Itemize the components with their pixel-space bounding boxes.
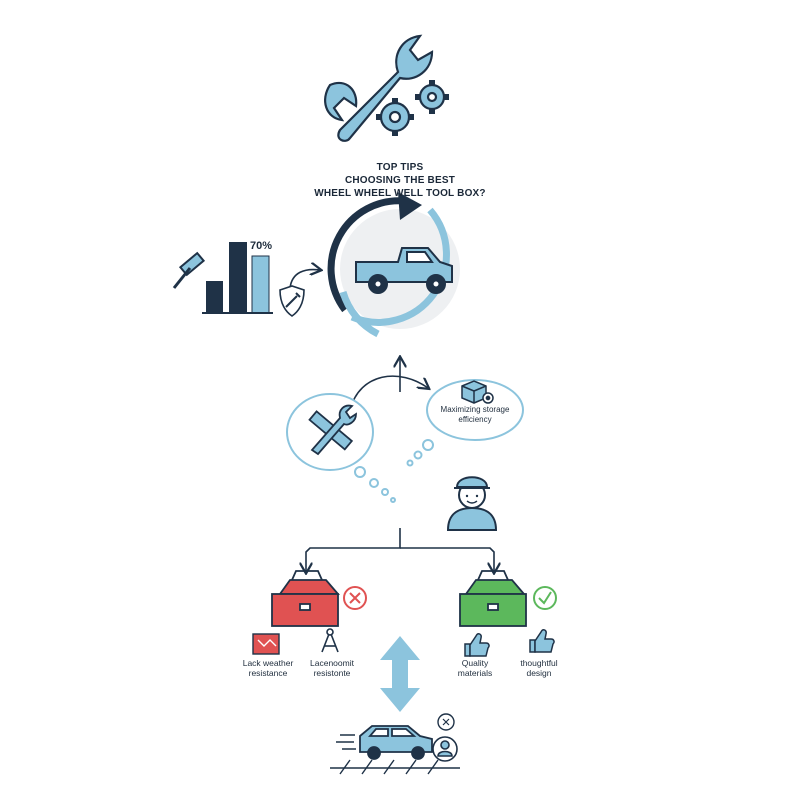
speed-lines — [336, 734, 356, 750]
user-badge-icon — [432, 736, 458, 762]
settings-badge-icon — [437, 713, 455, 731]
bad-label-1: Lack weather resistance — [242, 658, 294, 678]
bar-3 — [251, 255, 270, 314]
storage-box-gear-icon — [461, 380, 494, 404]
curved-arrow — [349, 375, 428, 411]
thought-bubble-right — [406, 379, 524, 467]
bar-2 — [229, 242, 247, 313]
wrench-gears-icon — [324, 34, 449, 142]
compass-icon — [321, 628, 339, 653]
good-label-1: Quality materials — [457, 658, 493, 678]
red-toolbox-icon — [271, 570, 340, 627]
check-circle-icon — [533, 586, 557, 610]
shield-wrench-icon — [279, 285, 305, 317]
bubble-label: Maximizing storage efficiency — [440, 405, 510, 424]
car-icon — [359, 725, 433, 760]
pickup-truck-icon — [355, 247, 453, 294]
thumbs-up-icon-2 — [529, 629, 555, 653]
hammer-icon — [172, 251, 206, 289]
worker-avatar-icon — [446, 476, 498, 531]
bar-percent-label: 70% — [250, 240, 273, 252]
title-line-3: WHEEL WHEEL WELL TOOL BOX? — [314, 188, 486, 199]
bar-1 — [206, 281, 223, 313]
cracked-box-icon — [252, 633, 280, 655]
double-headed-arrow — [380, 636, 420, 712]
green-toolbox-icon — [459, 570, 527, 627]
bad-label-2: Lacenoomit resistonte — [310, 658, 354, 678]
branch-arrows — [306, 528, 494, 572]
road-lines — [330, 759, 460, 775]
title-line-1: TOP TIPS — [376, 162, 424, 173]
title-line-2: CHOOSING THE BEST — [344, 175, 456, 186]
bar-chart — [202, 242, 273, 314]
thumbs-up-icon-1 — [464, 633, 490, 657]
x-circle-icon — [343, 586, 367, 610]
good-label-2: thoughtful design — [520, 658, 558, 678]
arrow-to-truck — [289, 270, 320, 289]
ruler-wrench-icon — [308, 404, 357, 456]
